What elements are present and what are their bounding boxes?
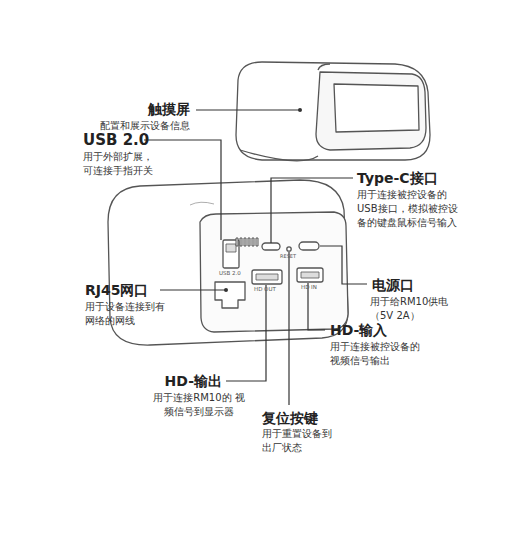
screen-housing (236, 62, 430, 160)
part-description: 用于外部扩展， 可连接手指开关 (83, 150, 163, 178)
reset-button (287, 247, 291, 251)
rj45-port (215, 282, 245, 308)
port-marking: RESET (280, 254, 296, 259)
part-name: Type-C接口 (357, 170, 438, 187)
port-marking: HD IN (301, 285, 317, 291)
port-marking: USB 2.0 (219, 271, 241, 277)
port-marking: HD OUT (254, 287, 276, 293)
part-name: HD-输出 (165, 373, 222, 390)
part-description: 用于重置设备到 出厂状态 (262, 427, 338, 455)
main-body (108, 180, 348, 345)
part-name: RJ45网口 (85, 282, 148, 299)
part-description: 用于设备连接到有 网络的网线 (85, 300, 171, 328)
part-name: 电源口 (372, 277, 414, 294)
part-name: 复位按键 (262, 410, 318, 427)
part-description: 用于连接被控设备的 视频信号输出 (330, 340, 428, 368)
part-name: USB 2.0 (83, 131, 149, 149)
type-c-port (262, 243, 280, 250)
hd-out-port (252, 270, 282, 284)
part-description: 用于给RM10供电 （5V 2A） (370, 295, 460, 323)
part-description: 用于连接RM10的 视频信号到显示器 (152, 391, 246, 419)
part-description: 用于连接被控设备的 USB接口，模拟被控设 备的键盘鼠标信号输入 (357, 188, 463, 230)
part-description: 配置和展示设备信息 (100, 119, 190, 133)
hd-in-port (297, 268, 323, 282)
screen-bezel (316, 64, 426, 150)
power-port (299, 242, 319, 250)
part-name: HD-输入 (330, 322, 387, 339)
front-panel (200, 212, 348, 332)
touch-screen (334, 84, 419, 132)
part-name: 触摸屏 (148, 101, 190, 118)
